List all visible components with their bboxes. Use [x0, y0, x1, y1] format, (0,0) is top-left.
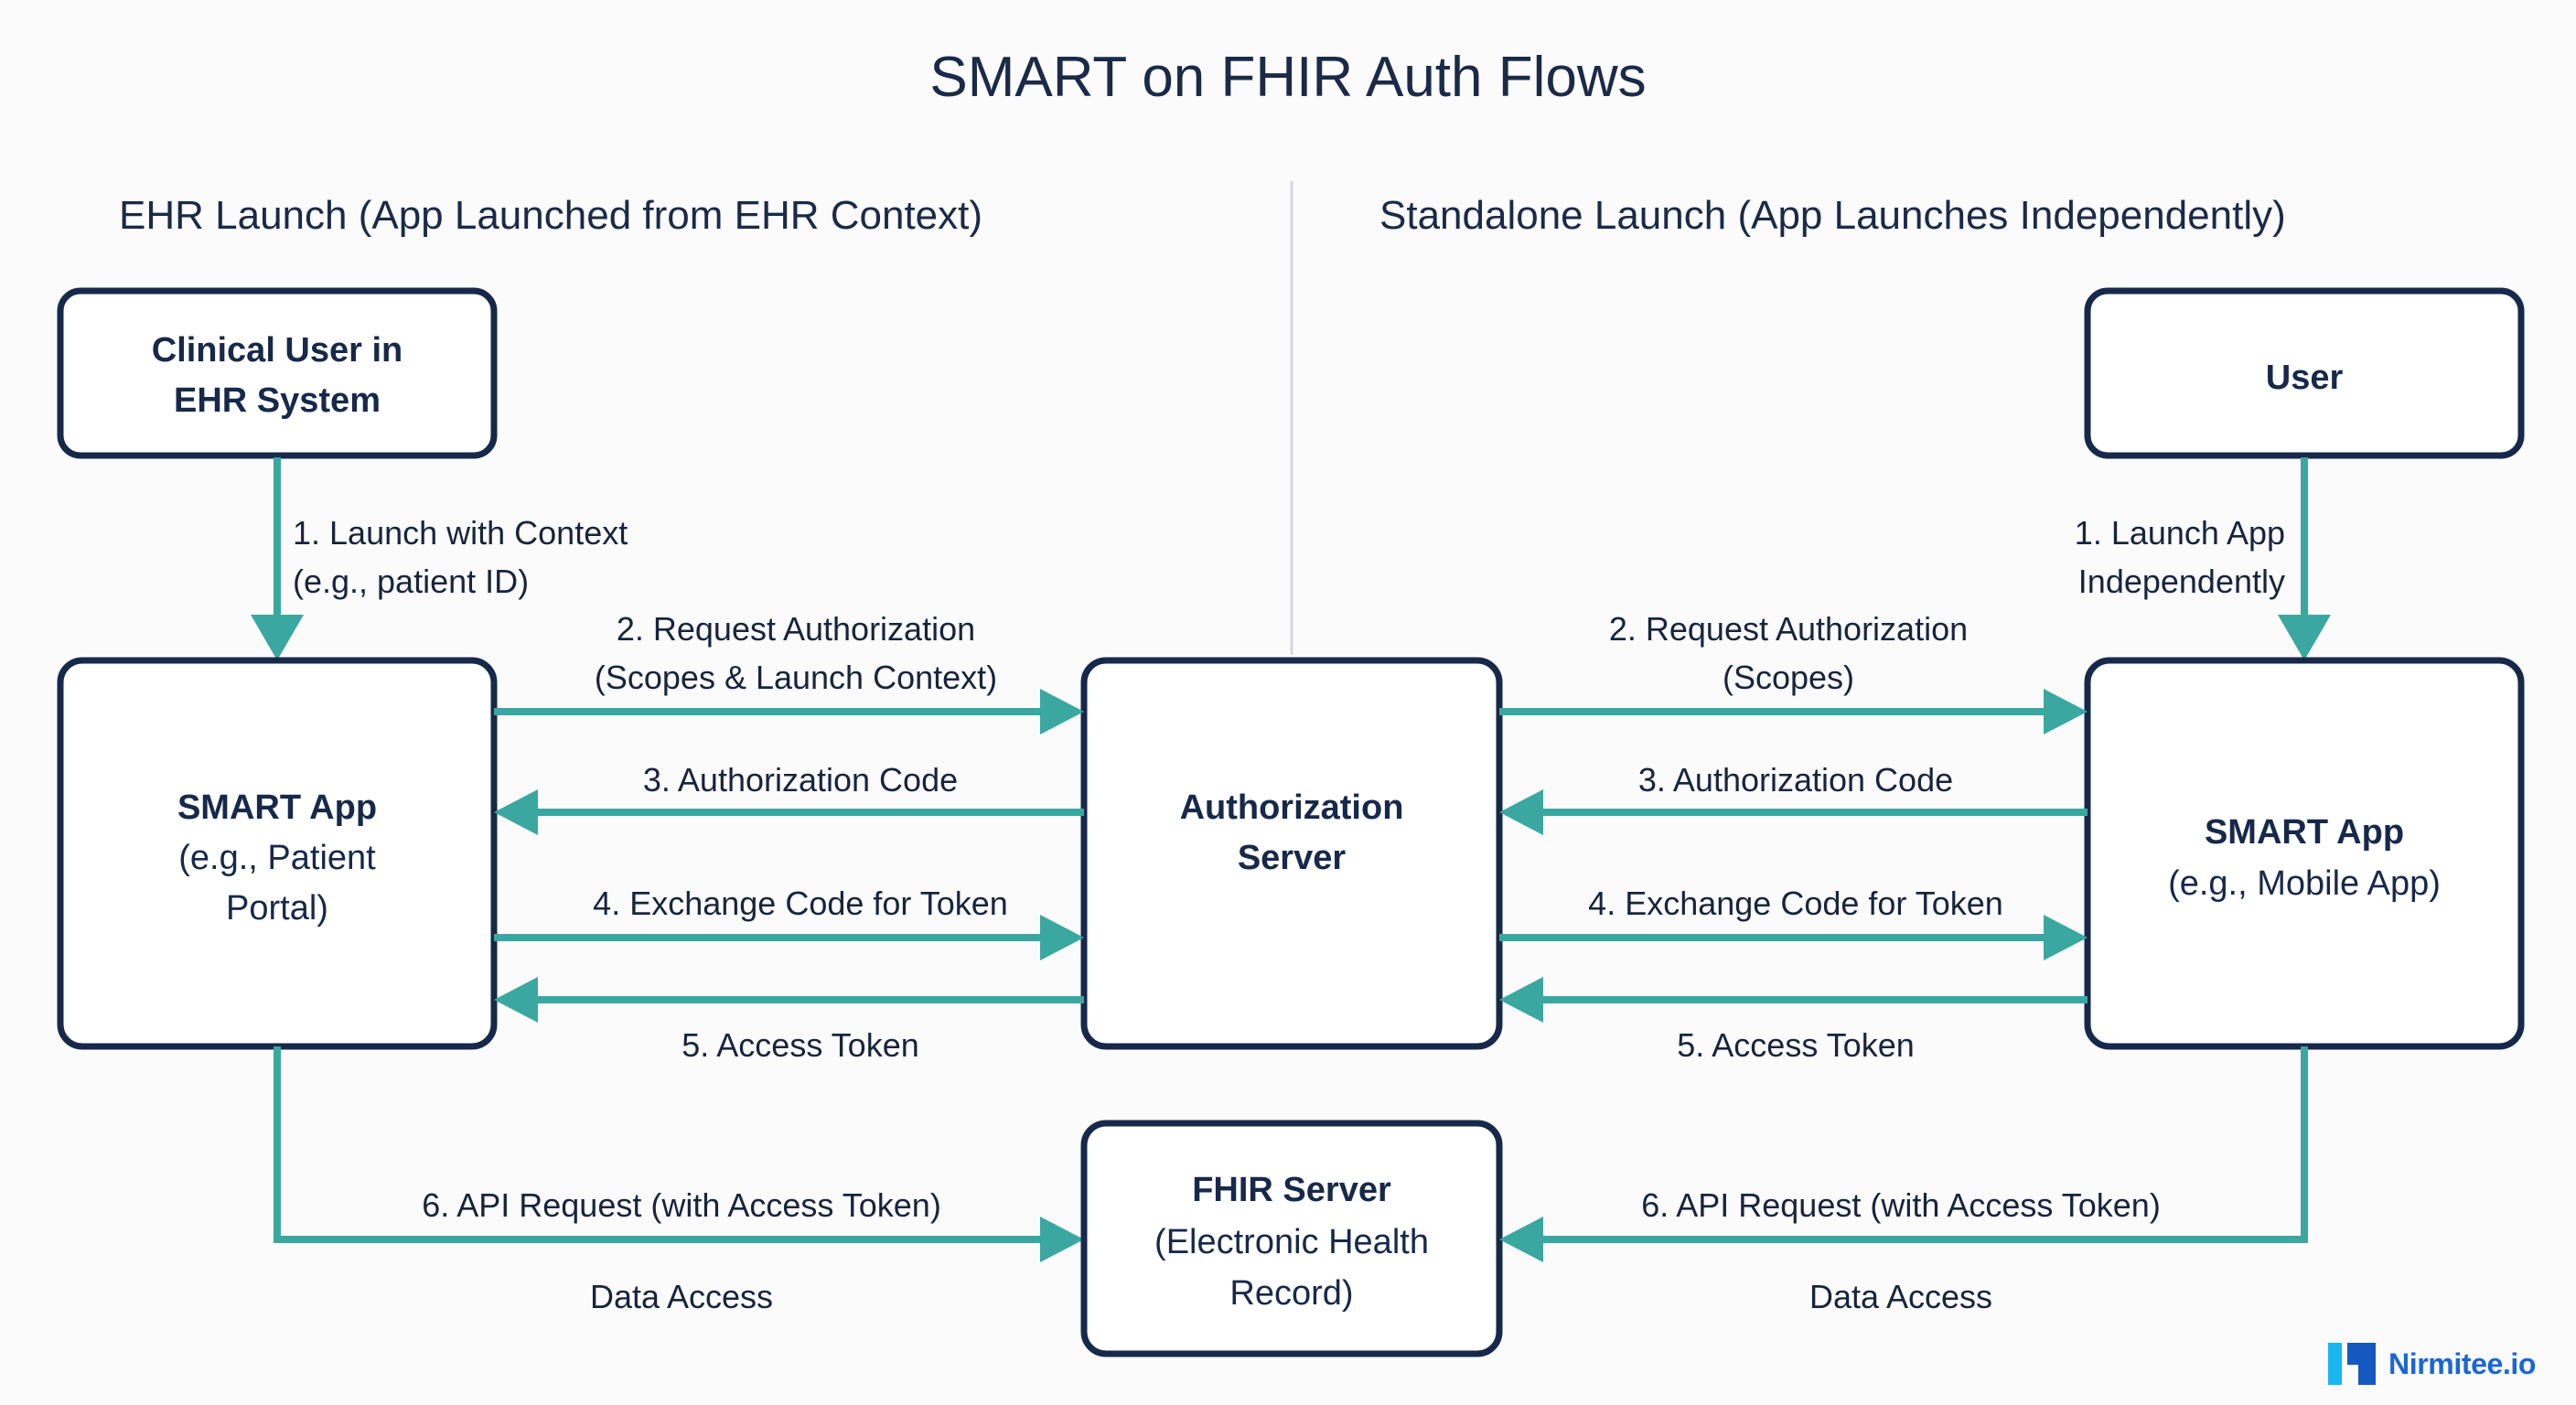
node-authorization-server[interactable]: Authorization Server — [1080, 657, 1503, 1050]
node-clinical-user[interactable]: Clinical User in EHR System — [57, 287, 498, 459]
flow-left-step3-arrow — [494, 789, 1084, 835]
node-smart-app-left-line1: SMART App — [177, 788, 377, 827]
flow-right-step3-arrow — [1499, 789, 2088, 835]
flow-right-step6-label: 6. API Request (with Access Token) — [1641, 1186, 2161, 1224]
brand-logo[interactable]: Nirmitee.io — [2315, 1337, 2549, 1390]
flow-right-step6-arrow — [1499, 1046, 2308, 1262]
flow-left-step3-label: 3. Authorization Code — [643, 761, 958, 799]
flow-right-step1-arrow — [2278, 457, 2331, 660]
flow-right-step1-label-line1: 1. Launch App — [2075, 514, 2285, 552]
node-fhir-server-box — [1080, 1120, 1503, 1357]
node-authorization-server-box — [1080, 657, 1503, 1050]
page-title: SMART on FHIR Auth Flows — [929, 46, 1646, 109]
flow-left-step5-arrow — [494, 977, 1084, 1023]
flow-right-step4-label: 4. Exchange Code for Token — [1588, 885, 2003, 922]
flow-left-step5-label: 5. Access Token — [682, 1026, 919, 1064]
flow-left-step1-label-line2: (e.g., patient ID) — [293, 563, 529, 600]
flow-right-step6-sublabel: Data Access — [1809, 1278, 1992, 1315]
node-fhir-server-line1: FHIR Server — [1192, 1171, 1391, 1209]
node-authorization-server-line2: Server — [1238, 839, 1347, 877]
node-smart-app-left-line3: Portal) — [226, 889, 328, 928]
flow-left-step6-label: 6. API Request (with Access Token) — [422, 1186, 941, 1224]
node-clinical-user-line2: EHR System — [174, 381, 381, 420]
flow-left-step6-arrow — [274, 1046, 1084, 1262]
node-smart-app-right[interactable]: SMART App (e.g., Mobile App) — [2084, 657, 2525, 1050]
node-clinical-user-line1: Clinical User in — [152, 331, 403, 370]
node-fhir-server-line3: Record) — [1229, 1274, 1353, 1313]
node-fhir-server[interactable]: FHIR Server (Electronic Health Record) — [1080, 1120, 1503, 1357]
node-user[interactable]: User — [2084, 287, 2525, 459]
flow-left-step1-arrow — [251, 457, 304, 660]
flow-left-step2-arrow — [494, 689, 1084, 735]
node-smart-app-right-box — [2084, 657, 2525, 1050]
section-heading-standalone-launch: Standalone Launch (App Launches Independ… — [1379, 193, 2286, 238]
flow-right-step2-arrow — [1499, 689, 2088, 735]
node-user-line1: User — [2266, 359, 2344, 397]
flow-right-step2-label-line2: (Scopes) — [1723, 659, 1854, 696]
node-smart-app-right-line2: (e.g., Mobile App) — [2168, 864, 2441, 903]
flow-right-step1-label-line2: Independently — [2078, 563, 2285, 600]
node-smart-app-right-line1: SMART App — [2205, 813, 2404, 852]
flow-right-step4-arrow — [1499, 915, 2088, 960]
flow-left-step1-label-line1: 1. Launch with Context — [293, 514, 628, 552]
node-user-box — [2084, 287, 2525, 459]
flow-left-step2-label-line1: 2. Request Authorization — [617, 610, 975, 648]
section-heading-ehr-launch: EHR Launch (App Launched from EHR Contex… — [119, 193, 982, 238]
node-smart-app-left[interactable]: SMART App (e.g., Patient Portal) — [57, 657, 498, 1050]
flow-left-step6-sublabel: Data Access — [590, 1278, 773, 1315]
nirmitee-logo-icon — [2328, 1343, 2377, 1385]
flow-left-step4-label: 4. Exchange Code for Token — [593, 885, 1008, 922]
flow-right-step2-label-line1: 2. Request Authorization — [1609, 610, 1968, 648]
flow-left-step2-label-line2: (Scopes & Launch Context) — [595, 659, 997, 696]
node-smart-app-left-line2: (e.g., Patient — [178, 839, 376, 877]
flow-right-step5-label: 5. Access Token — [1677, 1026, 1915, 1064]
node-fhir-server-line2: (Electronic Health — [1154, 1223, 1429, 1261]
brand-logo-text: Nirmitee.io — [2388, 1346, 2536, 1380]
flow-right-step3-label: 3. Authorization Code — [1638, 761, 1953, 799]
flow-right-step5-arrow — [1499, 977, 2088, 1023]
node-authorization-server-line1: Authorization — [1180, 788, 1404, 827]
node-clinical-user-box — [57, 287, 498, 459]
flow-left-step4-arrow — [494, 915, 1084, 960]
